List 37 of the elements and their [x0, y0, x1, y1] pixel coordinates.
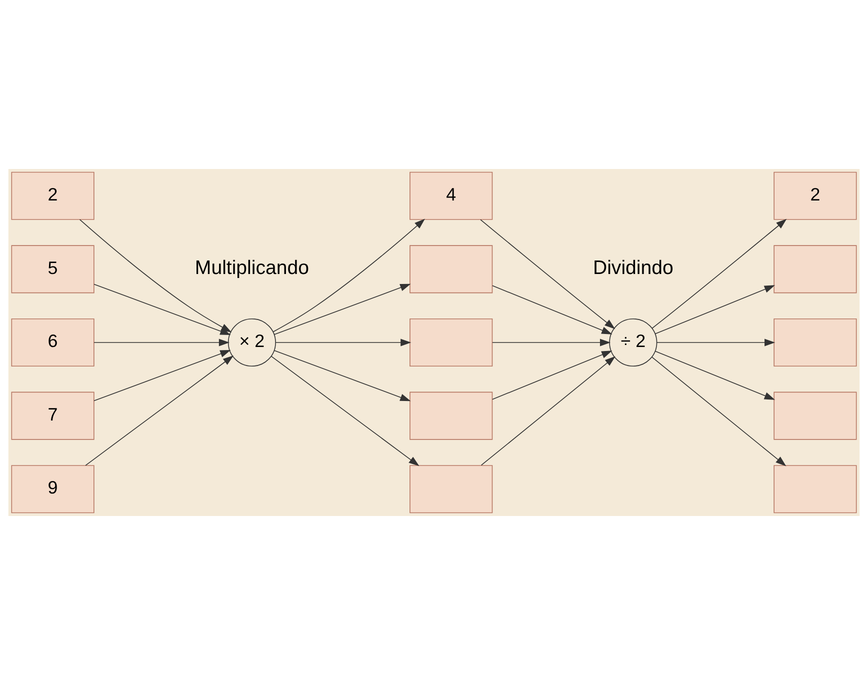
node-box: 2 [774, 171, 857, 220]
node-box: 9 [11, 464, 94, 513]
node-box: 5 [11, 244, 94, 293]
node-circle: × 2 [228, 318, 276, 366]
node-box: 4 [410, 171, 493, 220]
node-box [774, 391, 857, 440]
node-box [774, 318, 857, 366]
node-box [410, 391, 493, 440]
node-box: 6 [11, 318, 94, 366]
arrow [275, 338, 412, 346]
arrow [274, 350, 411, 401]
arrow [654, 350, 776, 400]
arrow [94, 338, 230, 346]
node-box [410, 318, 493, 366]
label: Dividindo [592, 256, 674, 279]
node-box: 2 [11, 171, 94, 220]
arrow [85, 355, 234, 466]
node-box [410, 244, 493, 293]
label: Multiplicando [194, 256, 309, 279]
arrow [94, 350, 231, 401]
node-box [774, 244, 857, 293]
arrow [270, 355, 420, 466]
node-box: 7 [11, 391, 94, 440]
arrow [492, 338, 611, 346]
node-circle: ÷ 2 [609, 318, 658, 366]
arrow [652, 356, 786, 466]
node-box [410, 464, 493, 513]
arrow [274, 283, 411, 334]
node-box [774, 464, 857, 513]
arrow [492, 350, 612, 400]
arrow [480, 356, 616, 466]
arrow [652, 218, 787, 328]
arrow [480, 218, 616, 329]
arrow [272, 218, 426, 332]
arrow [492, 284, 612, 334]
arrow [656, 338, 776, 346]
arrow [654, 284, 776, 334]
